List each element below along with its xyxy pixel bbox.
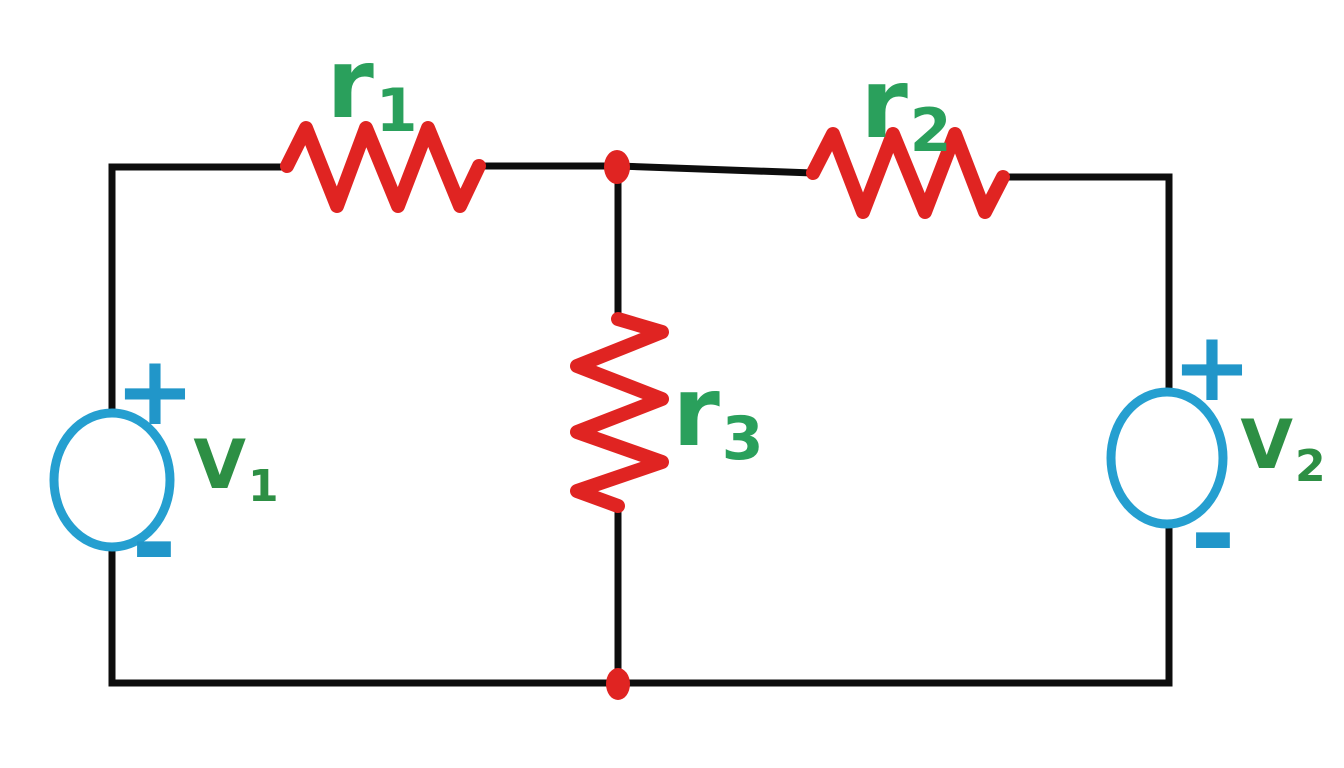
label-r3-main: r [672,356,720,468]
junction-dots [604,150,630,700]
voltage-source-v1 [49,408,175,552]
label-r2-sub: 2 [909,96,952,166]
label-r1: r 1 [326,28,417,141]
resistor-r1 [280,121,486,213]
label-r1-sub: 1 [375,76,418,146]
resistor-r3 [570,312,669,513]
resistors [280,121,1010,513]
label-v2-sub: 2 [1295,441,1326,492]
junction-dot-top [604,150,630,184]
label-v1: V 1 [193,426,278,509]
label-r2: r 2 [860,48,951,161]
v2-plus-icon: + [1171,311,1253,423]
v1-minus-icon: - [131,479,177,607]
v2-minus-icon: - [1190,470,1236,598]
label-r3-sub: 3 [721,404,764,474]
voltage-source-v2 [1106,387,1228,529]
resistor-r2 [806,127,1010,219]
label-v2: V 2 [1240,406,1325,489]
junction-dot-bottom [606,668,630,700]
label-v1-main: V [193,426,247,505]
label-v2-main: V [1240,406,1294,485]
label-v1-sub: 1 [248,461,279,512]
label-r3: r 3 [672,356,763,469]
v1-plus-icon: + [114,335,196,447]
voltage-sources [49,387,1228,552]
wires [108,162,1173,688]
wire-top-middle [475,162,817,177]
label-r1-main: r [326,28,374,140]
label-r2-main: r [860,48,908,160]
